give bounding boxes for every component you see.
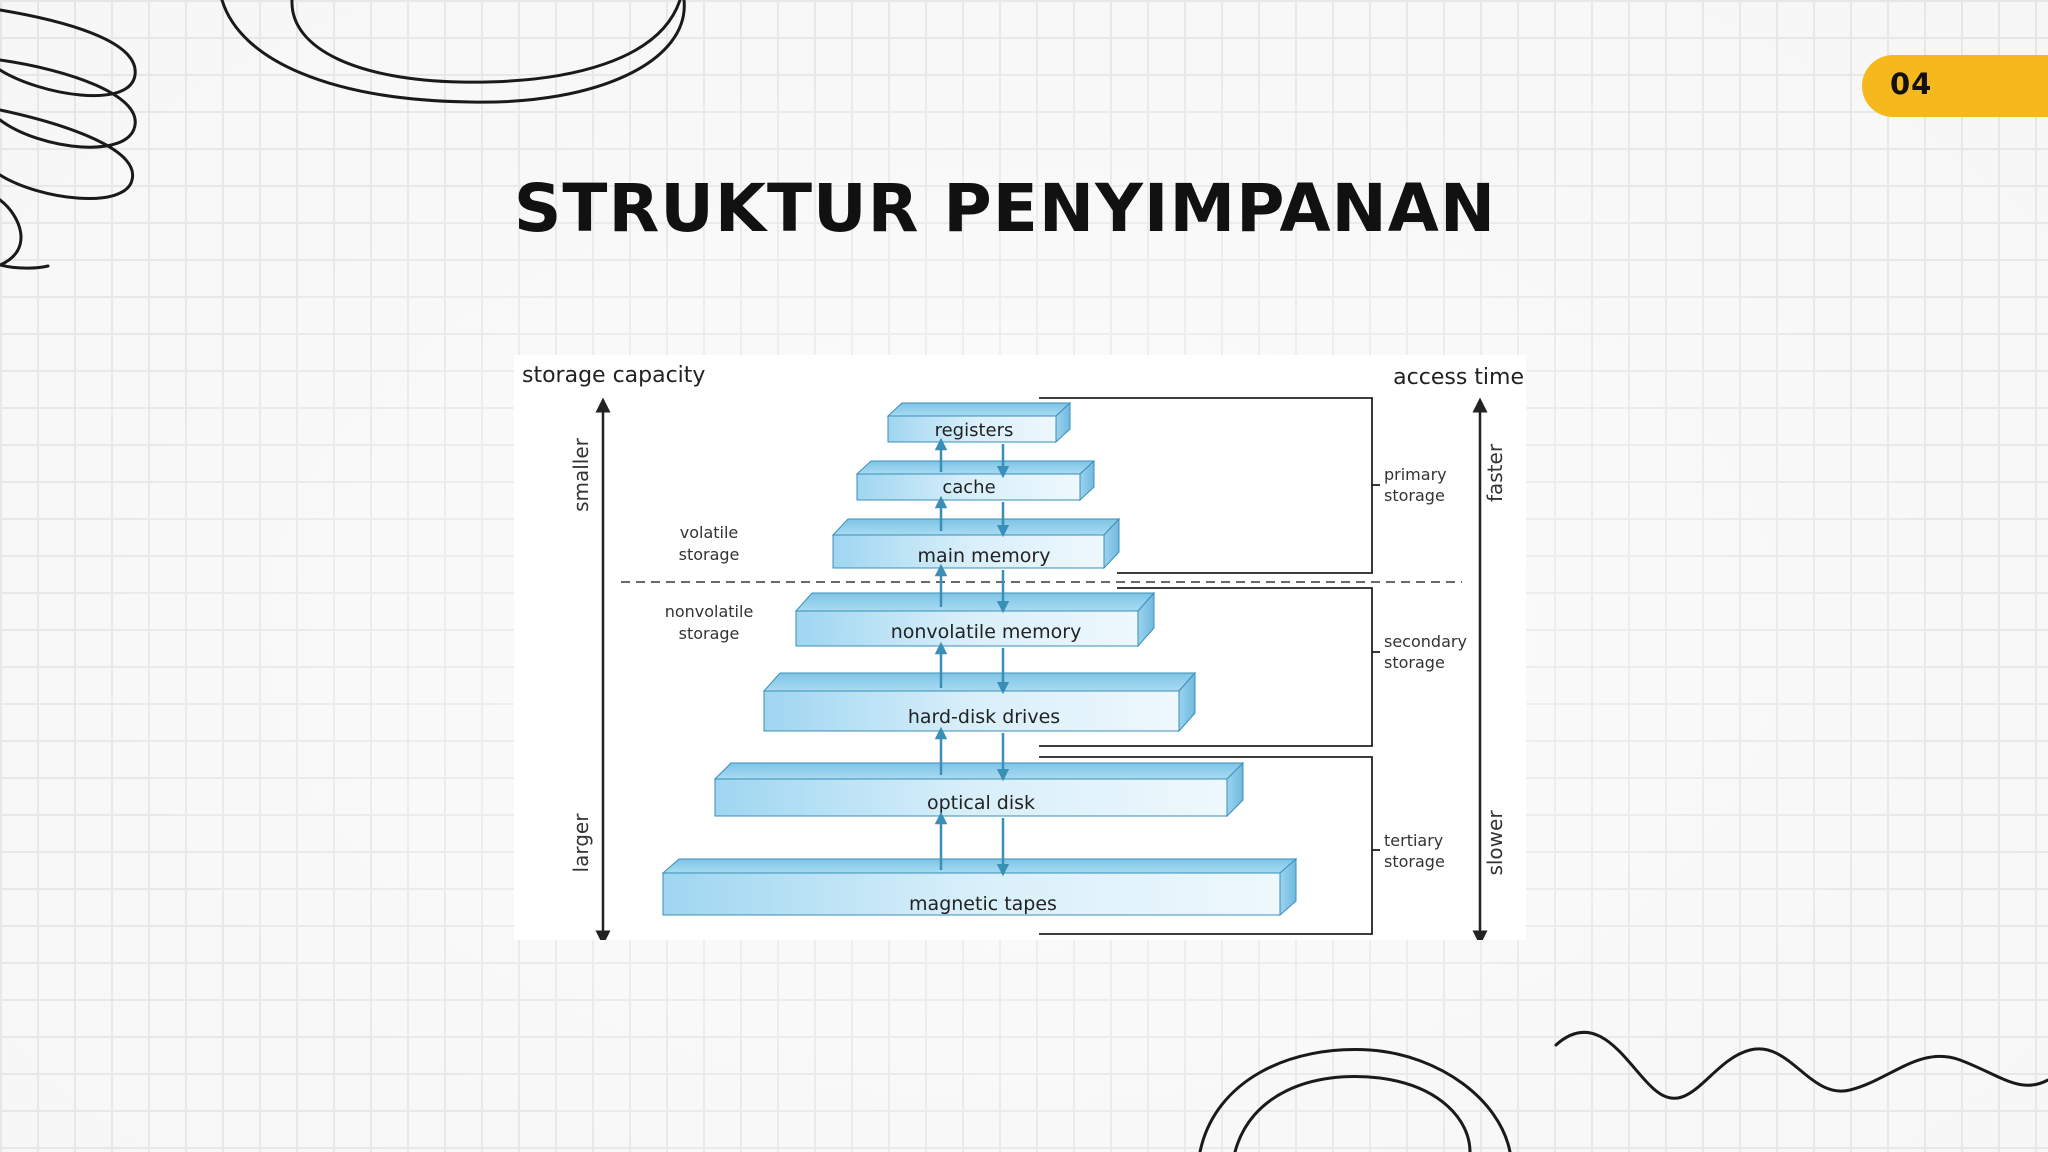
nonvolatile-label-line2: storage (679, 624, 740, 643)
capacity-smaller-label: smaller (569, 437, 593, 512)
level-hard-disk-drives: hard-disk drives (762, 671, 1197, 733)
right-axis-title: access time (1393, 365, 1524, 390)
access-slower-label: slower (1483, 810, 1507, 876)
capacity-larger-label: larger (569, 813, 593, 873)
level-registers: registers (886, 401, 1072, 444)
volatile-label-line1: volatile (680, 523, 739, 542)
page-number-badge: 04 (1862, 55, 2048, 117)
level-cache-label: cache (942, 477, 995, 498)
level-optical-disk-label: optical disk (927, 792, 1035, 814)
level-hard-disk-drives-label: hard-disk drives (908, 706, 1060, 728)
volatile-label-line2: storage (679, 545, 740, 564)
level-nonvolatile-memory-label: nonvolatile memory (891, 621, 1082, 643)
page-title: STRUKTUR PENYIMPANAN (513, 170, 1497, 247)
level-main-memory: main memory (831, 517, 1121, 570)
secondary-storage-bracket (1039, 587, 1373, 747)
tertiary-storage-label-line1: tertiary (1384, 831, 1443, 850)
level-optical-disk: optical disk (713, 761, 1245, 818)
tertiary-storage-label-line2: storage (1384, 852, 1445, 871)
left-axis-title: storage capacity (522, 363, 705, 388)
tertiary-storage-bracket (1039, 756, 1373, 935)
secondary-storage-label-line1: secondary (1384, 632, 1467, 651)
level-registers-label: registers (935, 420, 1014, 441)
level-main-memory-label: main memory (918, 545, 1051, 567)
primary-storage-label-line2: storage (1384, 486, 1445, 505)
secondary-storage-label-line2: storage (1384, 653, 1445, 672)
level-cache: cache (855, 459, 1096, 502)
page-number: 04 (1890, 67, 1933, 101)
level-magnetic-tapes-label: magnetic tapes (909, 893, 1057, 915)
access-faster-label: faster (1483, 443, 1507, 502)
transfer-arrows (934, 437, 1010, 877)
level-nonvolatile-memory: nonvolatile memory (794, 591, 1156, 648)
storage-hierarchy-diagram: storage capacity access time smaller lar… (514, 355, 1526, 940)
level-magnetic-tapes: magnetic tapes (661, 857, 1298, 917)
primary-storage-label-line1: primary (1384, 465, 1447, 484)
nonvolatile-label-line1: nonvolatile (665, 602, 754, 621)
